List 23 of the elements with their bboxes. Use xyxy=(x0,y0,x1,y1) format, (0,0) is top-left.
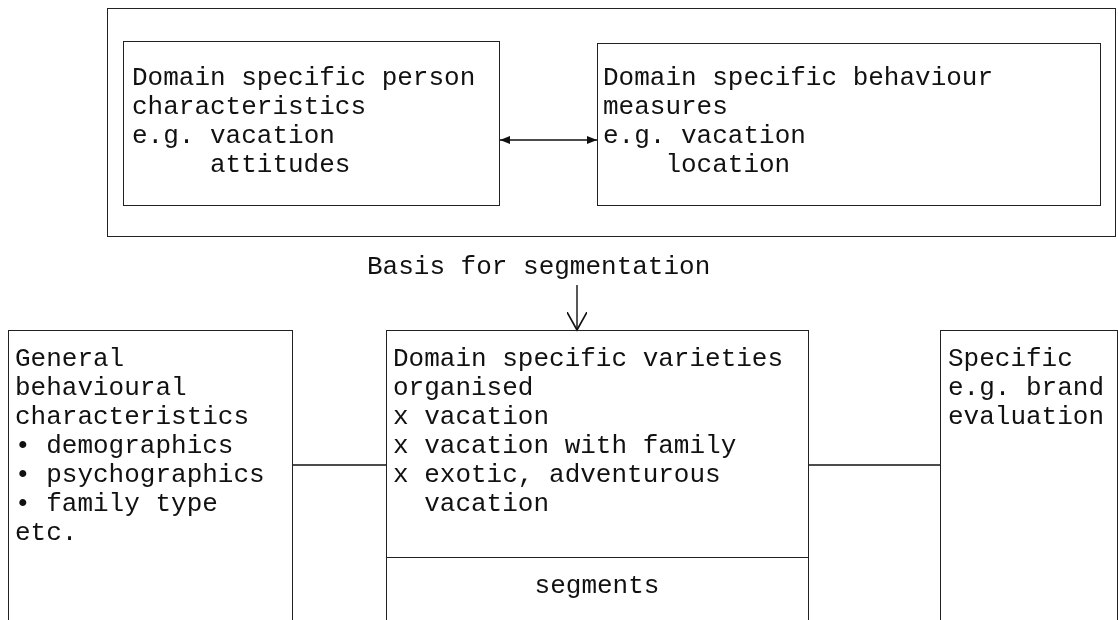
text-box xyxy=(597,43,1101,206)
node-text: Specific e.g. brand evaluation xyxy=(948,345,1106,432)
connector-line xyxy=(292,464,387,466)
node-text: • family type xyxy=(15,490,219,519)
node-text: x vacation with family xyxy=(393,432,738,461)
node-text: x vacation xyxy=(393,403,551,432)
node-text: • demographics xyxy=(15,432,235,461)
node-text: General behavioural characteristics xyxy=(15,345,251,432)
connector-line xyxy=(808,464,941,466)
arrow xyxy=(499,136,598,144)
text-box xyxy=(940,330,1118,620)
node-text: etc. xyxy=(15,519,79,548)
node-text: e.g. vacation attitudes xyxy=(132,122,352,180)
node-text: x exotic, adventurous vacation xyxy=(393,461,722,519)
node-text: Basis for segmentation xyxy=(367,253,712,282)
arrow xyxy=(566,284,588,331)
text-box xyxy=(123,41,500,206)
node-text: segments xyxy=(533,572,661,601)
process-box xyxy=(386,330,809,620)
node-text: e.g. vacation location xyxy=(603,122,807,180)
text-box xyxy=(8,330,293,620)
frame-box xyxy=(107,8,1116,237)
node-text: • psychographics xyxy=(15,461,266,490)
